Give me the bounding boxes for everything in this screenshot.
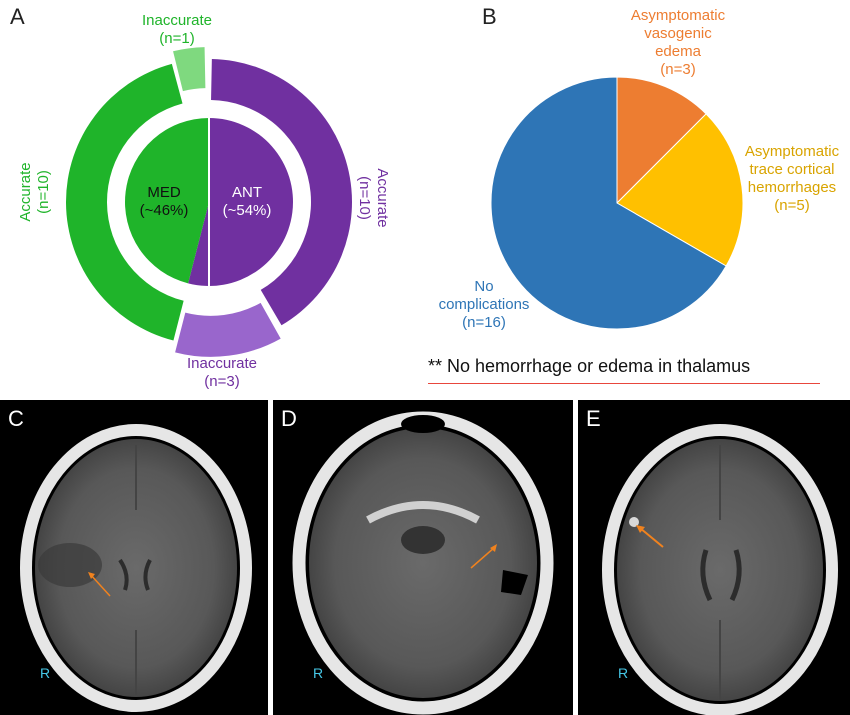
brain-tissue xyxy=(617,439,823,701)
ct-image-e: E R xyxy=(578,400,850,715)
outer-arc-ant-inaccurate xyxy=(175,302,281,357)
pie-label-edema-line: vasogenic xyxy=(644,25,712,42)
right-side-marker-c: R xyxy=(40,665,51,681)
outer-arc-ant-inaccurate-group xyxy=(175,302,281,357)
arrow-head-d xyxy=(490,544,497,552)
ct-image-d: D R xyxy=(273,400,573,715)
pie-label-hemorrhages-line: hemorrhages xyxy=(748,179,836,196)
label-ant-inaccurate: Inaccurate(n=3) xyxy=(187,355,257,390)
inner-slice-med xyxy=(124,118,209,284)
pie-label-hemorrhages-line: trace cortical xyxy=(749,161,834,178)
skull-ring xyxy=(602,424,838,715)
pie-slice-2 xyxy=(490,76,727,330)
label-ant-accurate-line: (n=10) xyxy=(356,176,373,220)
ct-scan-d-graphic xyxy=(292,411,554,715)
inner-label-ant-line: ANT xyxy=(232,184,262,201)
label-ant-accurate: Accurate(n=10) xyxy=(356,168,391,227)
inner-slice-ant xyxy=(188,118,293,286)
sphenoid-ridge xyxy=(366,501,480,524)
pie-label-no-complications-line: complications xyxy=(439,296,530,313)
thalamus-note-text: ** No hemorrhage or edema in thalamus xyxy=(428,356,751,376)
ventricles xyxy=(700,549,742,602)
brain-tissue xyxy=(35,439,237,697)
ct-scan-e-graphic xyxy=(602,424,838,715)
mastoid-air-cells xyxy=(501,570,528,595)
right-side-marker-d: R xyxy=(313,665,324,681)
inner-label-ant: ANT(~54%) xyxy=(223,184,272,219)
label-med-accurate-line: Accurate xyxy=(17,162,34,221)
hypodense-region xyxy=(38,543,102,587)
label-med-accurate-line: (n=10) xyxy=(35,170,52,214)
label-med-accurate: Accurate(n=10) xyxy=(17,162,52,221)
ct-scan-c-graphic xyxy=(20,424,252,712)
panel-c-letter: C xyxy=(8,406,24,431)
pointer-arrow-c xyxy=(89,573,111,597)
right-side-marker-e: R xyxy=(618,665,629,681)
arrow-head-e xyxy=(636,525,645,533)
frontal-sinus xyxy=(401,415,445,433)
inner-label-med: MED(~46%) xyxy=(140,184,189,219)
pie-label-edema-line: edema xyxy=(655,43,702,60)
outer-arc-med-inaccurate-group xyxy=(173,47,206,92)
label-ant-accurate-line: Accurate xyxy=(374,168,391,227)
pie-label-no-complications-line: No xyxy=(474,278,493,295)
inner-label-med-line: (~46%) xyxy=(140,202,189,219)
ventricles xyxy=(118,558,152,591)
label-med-inaccurate: Inaccurate(n=1) xyxy=(142,12,212,47)
panel-a-donut-chart: MED(~46%)ANT(~54%)Inaccurate(n=1)Accurat… xyxy=(17,12,391,390)
label-med-inaccurate-line: (n=1) xyxy=(159,30,194,47)
outer-arc-med-inaccurate xyxy=(173,47,206,92)
pie-label-edema-line: Asymptomatic xyxy=(631,7,726,24)
cortical-hemorrhage xyxy=(629,517,639,527)
skull-ring xyxy=(20,424,252,712)
panel-d-letter: D xyxy=(281,406,297,431)
label-med-inaccurate-line: Inaccurate xyxy=(142,12,212,29)
ct-image-c: C R xyxy=(0,400,268,715)
note-underline xyxy=(428,383,820,384)
pie-label-no-complications-line: (n=16) xyxy=(462,314,506,331)
label-ant-inaccurate-line: Inaccurate xyxy=(187,355,257,372)
pointer-arrow-e xyxy=(639,527,664,548)
inner-label-ant-line: (~54%) xyxy=(223,202,272,219)
label-ant-inaccurate-line: (n=3) xyxy=(204,373,239,390)
thalamus-note: ** No hemorrhage or edema in thalamus xyxy=(428,356,823,384)
outer-arc-ant-accurate xyxy=(211,59,353,326)
panel-a-letter: A xyxy=(10,4,25,29)
pie-label-hemorrhages-line: (n=5) xyxy=(774,197,809,214)
pie-slice-0 xyxy=(616,76,707,205)
pointer-arrow-d xyxy=(470,546,496,569)
pie-slice-1 xyxy=(616,113,744,267)
brain-tissue xyxy=(309,428,537,698)
arrow-head-c xyxy=(88,572,95,579)
pie-label-edema-line: (n=3) xyxy=(660,61,695,78)
inner-label-med-line: MED xyxy=(147,184,181,201)
panel-b-letter: B xyxy=(482,4,497,29)
outer-arc-med-accurate xyxy=(66,63,184,341)
midbrain xyxy=(401,526,445,554)
panel-e-letter: E xyxy=(586,406,601,431)
pie-label-hemorrhages-line: Asymptomatic xyxy=(745,143,840,160)
